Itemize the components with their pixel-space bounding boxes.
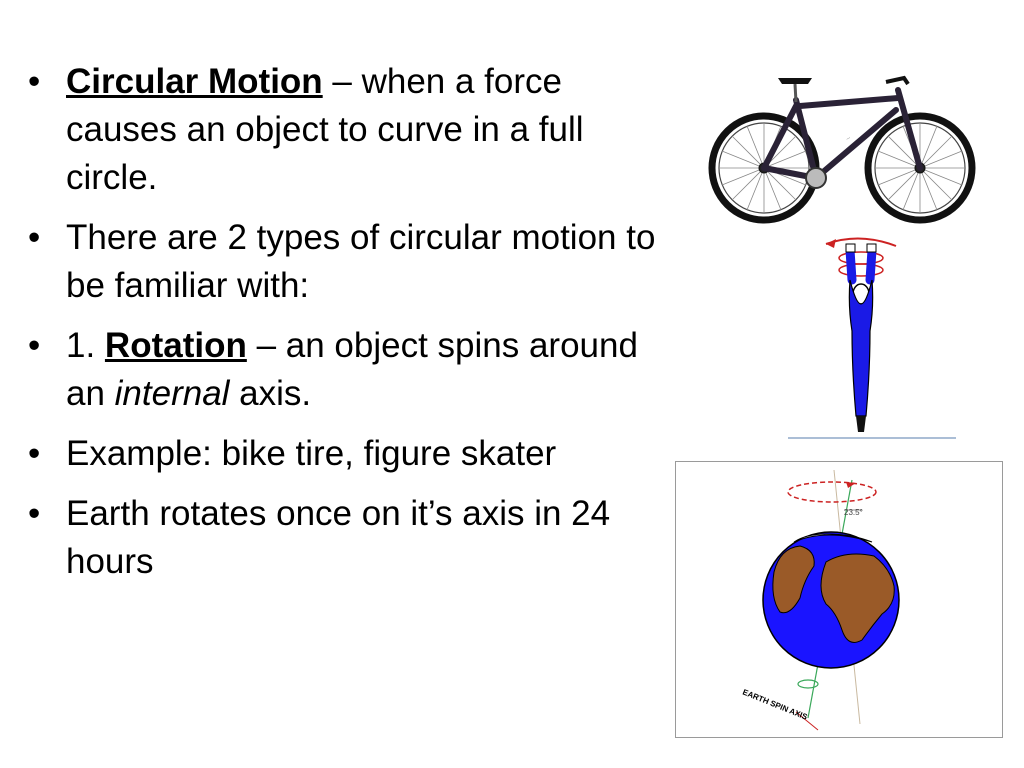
frame bbox=[761, 87, 923, 181]
emphasis-internal: internal bbox=[114, 374, 230, 413]
skater-image bbox=[786, 236, 958, 442]
bullet-text: There are 2 types of circular motion to … bbox=[66, 218, 656, 305]
axis-label: EARTH SPIN AXIS bbox=[741, 688, 809, 722]
polar-cap bbox=[793, 533, 873, 543]
spin-arrow-top bbox=[787, 481, 877, 503]
rotation-arrow bbox=[825, 237, 897, 247]
bullet-example: • Example: bike tire, figure skater bbox=[28, 430, 678, 478]
skate bbox=[856, 416, 866, 432]
definition-text-end: axis. bbox=[229, 374, 312, 413]
term-rotation: Rotation bbox=[104, 326, 247, 365]
saddle bbox=[778, 78, 812, 84]
bullet-two-types: • There are 2 types of circular motion to… bbox=[28, 214, 678, 310]
land-africa-eurasia bbox=[820, 553, 895, 643]
bicycle-image: ~ bbox=[708, 70, 976, 228]
tilt-label: 23.5° bbox=[844, 508, 863, 517]
list-number: 1. bbox=[66, 326, 105, 365]
bullet-dot: • bbox=[28, 62, 41, 101]
definition-text: – an object spins around an bbox=[66, 326, 638, 413]
handlebar bbox=[885, 75, 910, 86]
bullet-dot: • bbox=[28, 218, 41, 257]
bullet-text: Earth rotates once on it’s axis in 24 ho… bbox=[66, 494, 611, 581]
definition-text: – when a force causes an object to curve… bbox=[66, 62, 584, 197]
bullet-dot: • bbox=[28, 326, 41, 365]
bullet-text: Example: bike tire, figure skater bbox=[66, 434, 557, 473]
earth-diagram: 23.5° EARTH SPIN AXIS bbox=[675, 461, 1003, 738]
chainring bbox=[805, 167, 827, 189]
bullet-earth: • Earth rotates once on it’s axis in 24 h… bbox=[28, 490, 678, 586]
body bbox=[848, 279, 874, 417]
land-americas bbox=[772, 545, 815, 614]
bullet-list: • Circular Motion – when a force causes a… bbox=[28, 58, 678, 598]
bullet-dot: • bbox=[28, 494, 41, 533]
bullet-rotation: • 1. Rotation – an object spins around an… bbox=[28, 322, 678, 418]
svg-text:~: ~ bbox=[844, 133, 853, 143]
bullet-circular-motion: • Circular Motion – when a force causes a… bbox=[28, 58, 678, 202]
bullet-dot: • bbox=[28, 434, 41, 473]
term-circular-motion: Circular Motion bbox=[66, 62, 323, 101]
